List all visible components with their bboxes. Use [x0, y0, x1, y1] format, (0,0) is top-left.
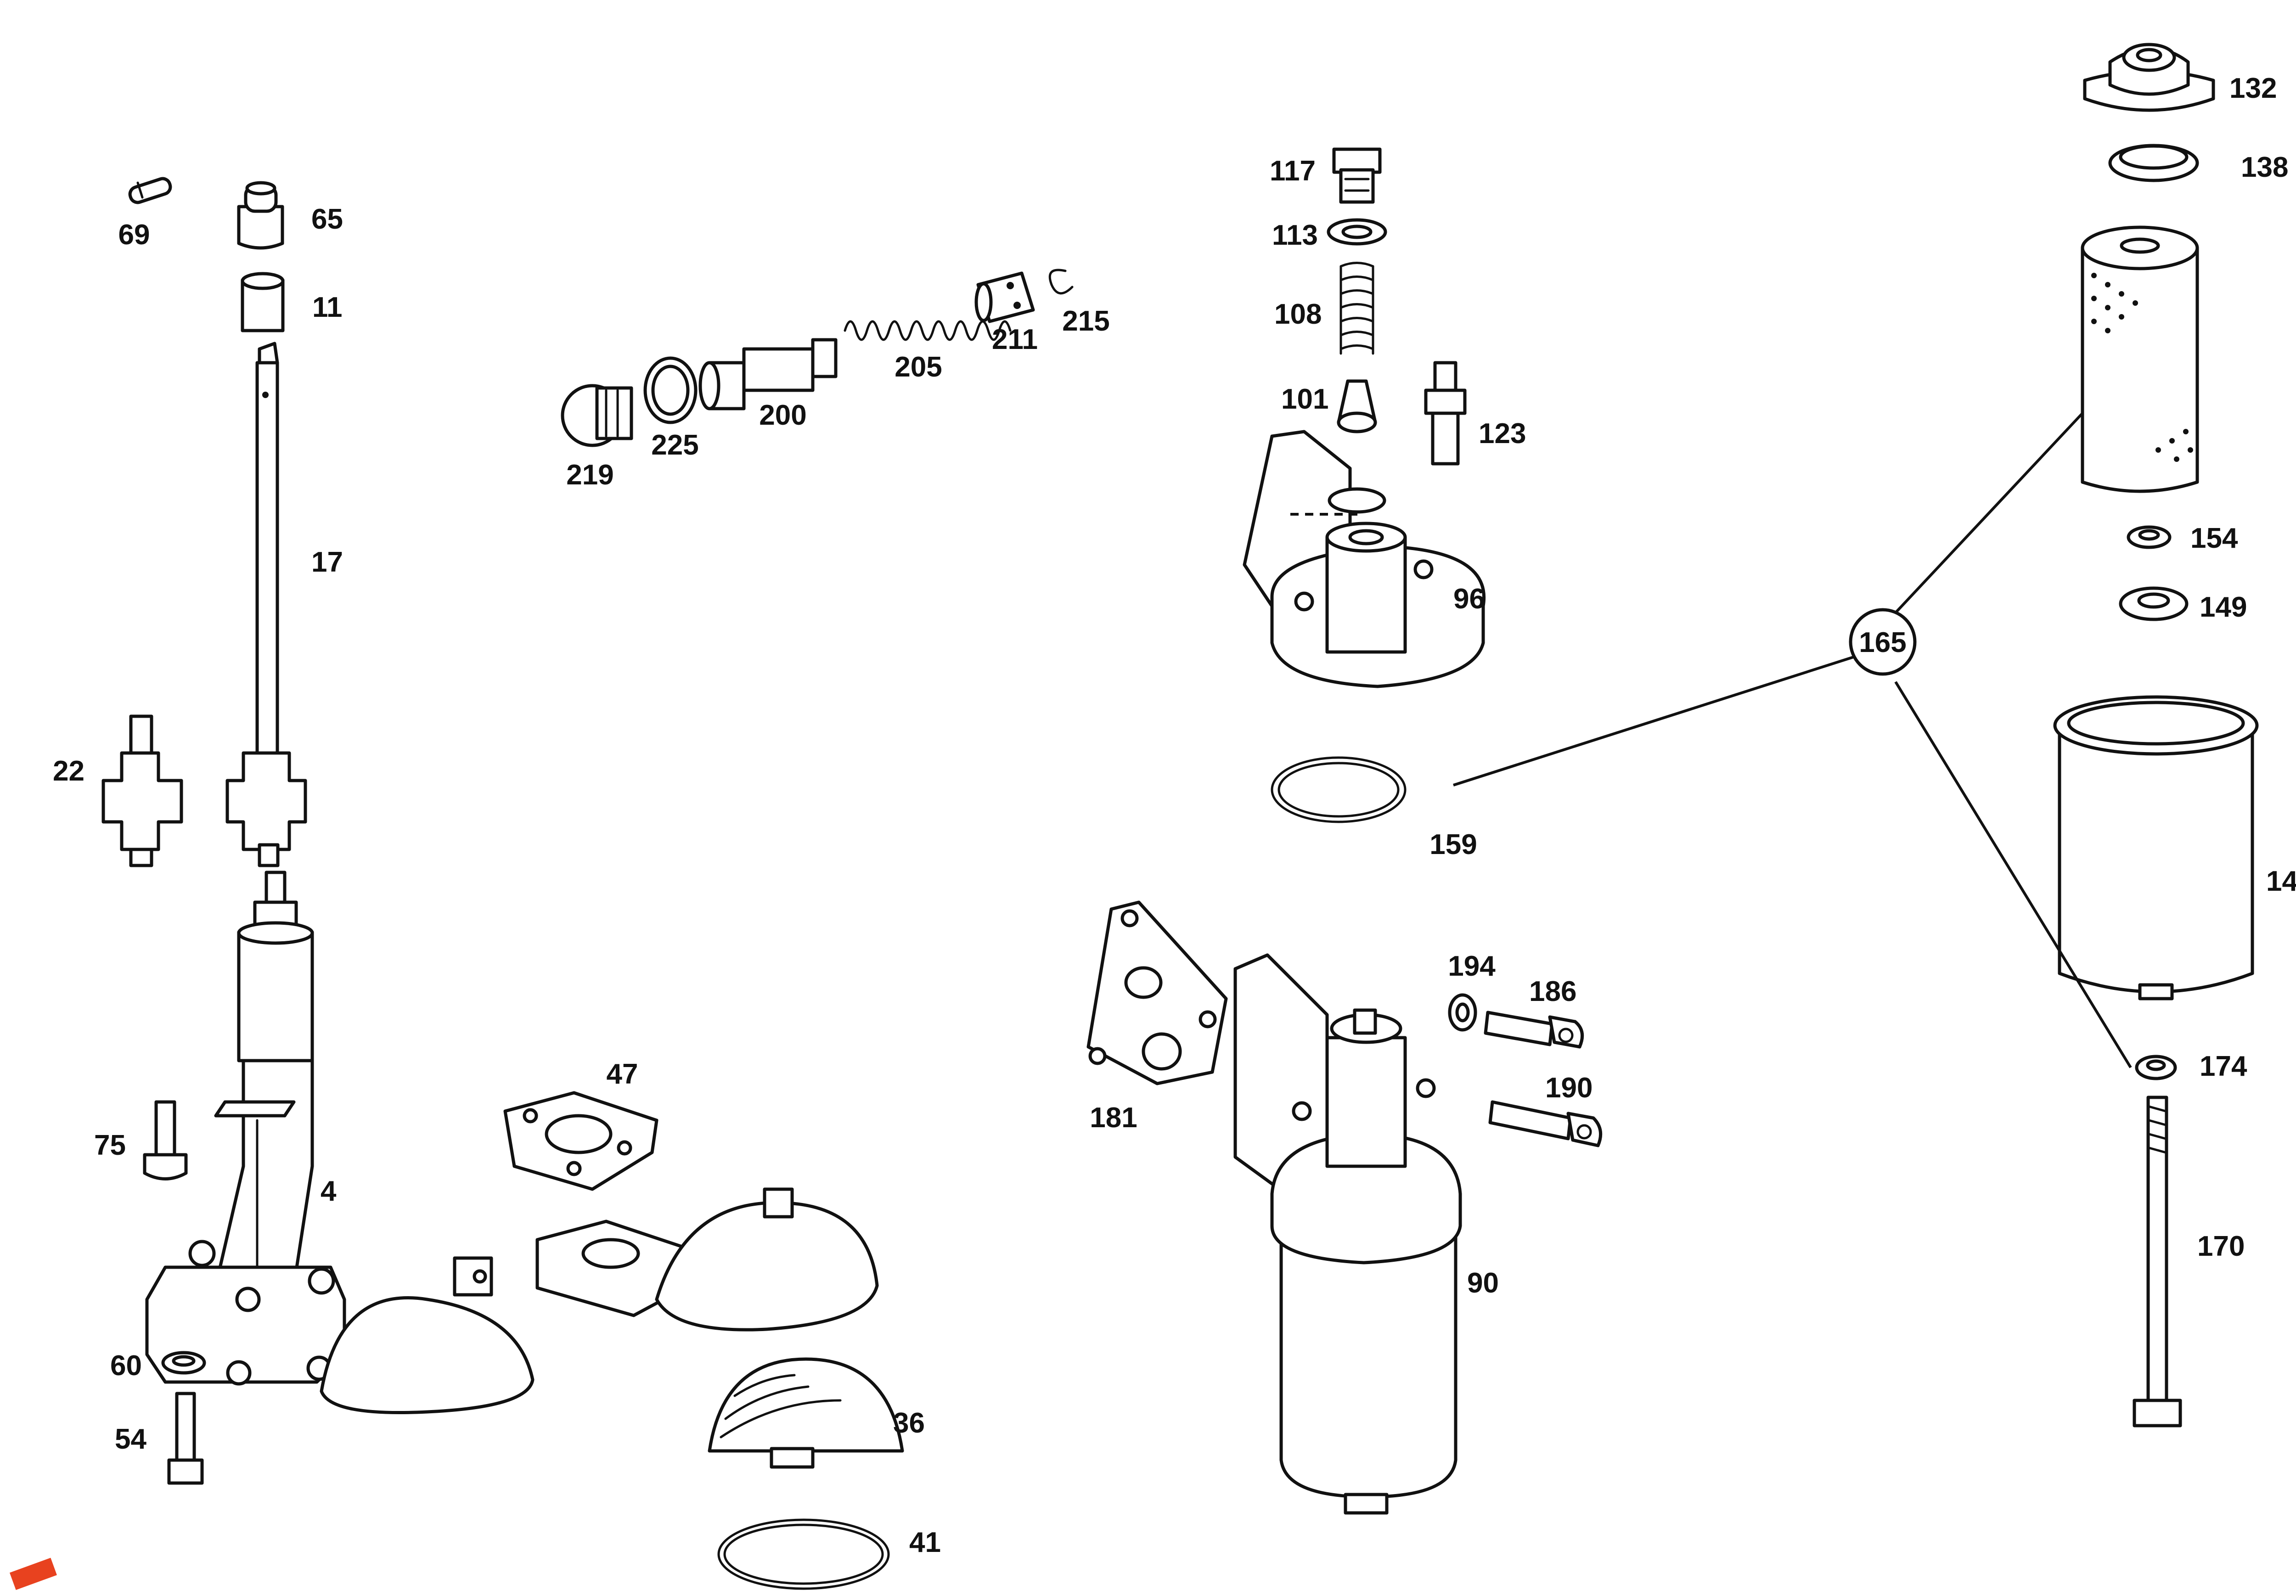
callout-165-circle — [1849, 608, 1917, 676]
label-165: 165 — [1859, 627, 1906, 658]
part-144-filter-bowl — [2053, 695, 2259, 1000]
label-47: 47 — [607, 1058, 638, 1090]
part-181-gasket — [1086, 900, 1228, 1085]
part-4-pump-housing — [145, 871, 346, 1386]
label-4: 4 — [321, 1175, 337, 1207]
part-22-gear — [101, 714, 183, 867]
label-41: 41 — [909, 1527, 941, 1558]
label-211: 211 — [992, 324, 1038, 355]
label-149: 149 — [2200, 591, 2247, 623]
publisher-logo-icon — [9, 1557, 57, 1590]
part-117-plug — [1332, 147, 1382, 204]
label-170: 170 — [2197, 1231, 2245, 1262]
label-174: 174 — [2200, 1051, 2247, 1082]
part-65-nut — [237, 181, 284, 250]
part-69-pin — [128, 177, 172, 204]
label-154: 154 — [2190, 523, 2238, 554]
part-strainer-bowl-left — [320, 1256, 535, 1415]
label-75: 75 — [94, 1130, 126, 1161]
label-17: 17 — [311, 546, 343, 578]
part-194-washer — [1448, 993, 1477, 1032]
part-165-filter-element — [2081, 225, 2199, 493]
label-117: 117 — [1270, 155, 1316, 187]
part-154-washer — [2127, 525, 2172, 549]
label-90: 90 — [1467, 1267, 1499, 1299]
label-215: 215 — [1062, 305, 1109, 337]
label-194: 194 — [1448, 950, 1496, 982]
part-strainer-middle — [535, 1187, 879, 1332]
part-54-bolt — [167, 1392, 204, 1485]
label-11: 11 — [312, 292, 343, 323]
part-186-bolt — [1484, 1011, 1584, 1049]
label-36: 36 — [893, 1407, 925, 1439]
part-123-sender — [1424, 361, 1467, 466]
part-96-filter-housing — [1243, 430, 1486, 688]
callout-165-leaders — [1453, 412, 2132, 1068]
part-205-spring — [844, 320, 1012, 341]
label-22: 22 — [53, 755, 84, 787]
part-113-washer — [1327, 218, 1387, 246]
part-211-sleeve — [974, 271, 1035, 323]
part-75-bolt — [143, 1100, 188, 1180]
part-190-bolt — [1488, 1100, 1603, 1147]
label-159: 159 — [1429, 829, 1477, 860]
part-132-cap — [2083, 43, 2215, 112]
label-96: 96 — [1453, 583, 1485, 615]
part-138-ring — [2108, 144, 2199, 182]
label-186: 186 — [1529, 976, 1576, 1007]
label-144: 144 — [2266, 865, 2296, 897]
part-47-gasket — [503, 1091, 658, 1191]
label-108: 108 — [1274, 298, 1322, 330]
part-225-seal — [643, 356, 698, 424]
label-190: 190 — [1545, 1072, 1593, 1104]
part-170-bolt — [2133, 1096, 2182, 1427]
label-54: 54 — [115, 1423, 146, 1455]
label-69: 69 — [118, 219, 150, 251]
label-205: 205 — [895, 351, 942, 383]
part-17-shaft — [225, 342, 307, 867]
part-219-plug — [561, 384, 633, 447]
label-181: 181 — [1090, 1102, 1137, 1134]
label-113: 113 — [1272, 219, 1318, 251]
label-219: 219 — [566, 459, 613, 491]
label-132: 132 — [2229, 73, 2277, 104]
part-60-washer — [161, 1351, 206, 1375]
part-108-spring — [1339, 262, 1374, 355]
label-65: 65 — [311, 203, 343, 235]
part-200-valve — [698, 338, 838, 410]
label-225: 225 — [651, 429, 698, 461]
part-149-washer — [2119, 586, 2189, 621]
part-90-filter-assembly — [1233, 953, 1462, 1515]
part-159-seal-ring — [1271, 756, 1407, 823]
part-11-sleeve — [241, 272, 285, 332]
part-36-screen — [708, 1357, 904, 1469]
label-138: 138 — [2241, 152, 2288, 183]
part-174-washer — [2135, 1055, 2177, 1080]
label-60: 60 — [110, 1350, 142, 1382]
label-101: 101 — [1281, 383, 1328, 415]
part-41-snap-ring — [717, 1518, 890, 1590]
label-123: 123 — [1479, 418, 1526, 450]
part-215-clip — [1048, 269, 1074, 295]
label-200: 200 — [759, 399, 806, 431]
part-101-valve — [1337, 379, 1377, 433]
